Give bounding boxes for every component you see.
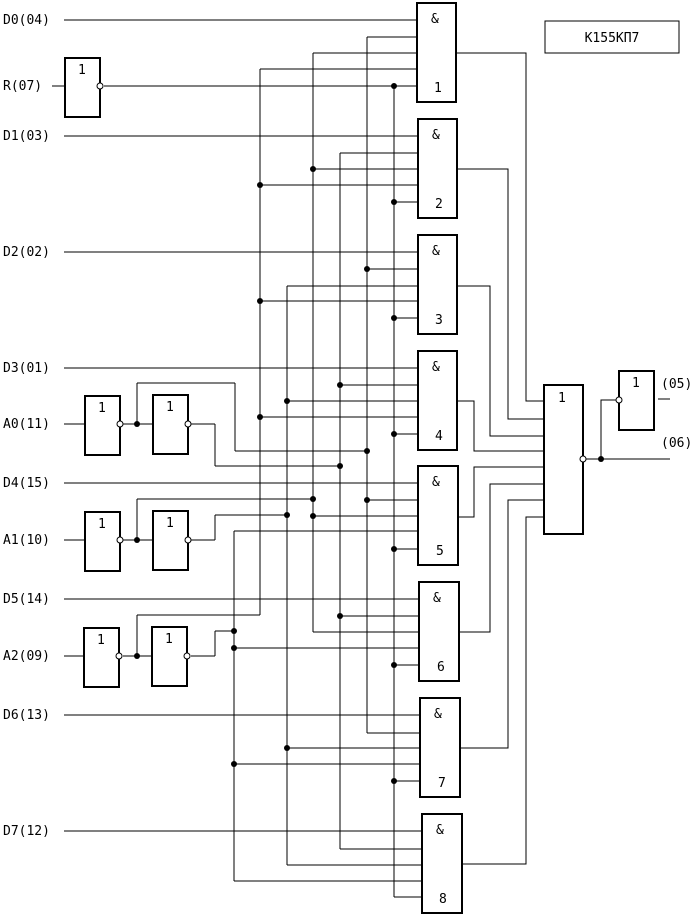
inversion-bubble [615, 396, 623, 404]
inverter-a1-first: 1 [84, 511, 124, 572]
inversion-bubble [184, 536, 192, 544]
gate-symbol: 1 [166, 516, 174, 531]
pin-label-d7: D7(12) [3, 824, 50, 839]
gate-symbol: 1 [165, 632, 173, 647]
pin-label-d1: D1(03) [3, 129, 50, 144]
gate-symbol: & [432, 475, 440, 490]
gate-number: 3 [435, 313, 443, 328]
gate-number: 5 [436, 544, 444, 559]
gate-number: 1 [434, 81, 442, 96]
pin-label-d2: D2(02) [3, 245, 50, 260]
pin-label-a1: A1(10) [3, 533, 50, 548]
inverter-output: 1 [615, 370, 655, 431]
inverter-r: 1 [64, 57, 104, 118]
and-gate-8: & 8 [421, 813, 463, 914]
pin-label-d4: D4(15) [3, 476, 50, 491]
gate-symbol: & [432, 244, 440, 259]
and-gate-6: & 6 [418, 581, 460, 682]
inversion-bubble [116, 536, 124, 544]
gate-number: 8 [439, 892, 447, 907]
gate-symbol: 1 [558, 391, 566, 406]
pin-label-d0: D0(04) [3, 13, 50, 28]
gate-symbol: 1 [97, 633, 105, 648]
gate-symbol: 1 [78, 63, 86, 78]
chip-label: К155КП7 [585, 31, 640, 46]
pin-label-a0: A0(11) [3, 417, 50, 432]
wires [52, 19, 670, 898]
gate-symbol: 1 [98, 517, 106, 532]
junction-dots [134, 83, 604, 784]
and-gate-4: & 4 [417, 350, 458, 451]
pin-label-d6: D6(13) [3, 708, 50, 723]
inversion-bubble [184, 420, 192, 428]
pin-label-out06: (06) [661, 436, 692, 451]
pin-label-d3: D3(01) [3, 361, 50, 376]
and-gate-3: & 3 [417, 234, 458, 335]
gate-symbol: & [434, 707, 442, 722]
gate-symbol: & [432, 128, 440, 143]
pin-label-r: R(07) [3, 79, 42, 94]
and-gate-1: & 1 [416, 2, 457, 103]
gate-symbol: & [436, 823, 444, 838]
inversion-bubble [183, 652, 191, 660]
gate-symbol: 1 [166, 400, 174, 415]
gate-symbol: 1 [98, 401, 106, 416]
and-gate-2: & 2 [417, 118, 458, 219]
inversion-bubble [115, 652, 123, 660]
gate-symbol: & [433, 591, 441, 606]
inverter-a0-first: 1 [84, 395, 124, 456]
pin-label-out05: (05) [661, 377, 692, 392]
and-gate-7: & 7 [419, 697, 461, 798]
inverter-a2-second: 1 [151, 626, 191, 687]
inversion-bubble [96, 82, 104, 90]
inverter-a0-second: 1 [152, 394, 192, 455]
chip-label-box: К155КП7 [544, 20, 680, 54]
pin-labels: D0(04) R(07) D1(03) D2(02) D3(01) A0(11)… [3, 13, 692, 839]
inverter-a1-second: 1 [152, 510, 192, 571]
inversion-bubble [579, 455, 587, 463]
pin-label-d5: D5(14) [3, 592, 50, 607]
gate-number: 7 [438, 776, 446, 791]
gate-symbol: & [431, 12, 439, 27]
gate-symbol: & [432, 360, 440, 375]
gate-number: 4 [435, 429, 443, 444]
gate-number: 2 [435, 197, 443, 212]
inverter-a2-first: 1 [83, 627, 123, 688]
or-gate: 1 [543, 384, 587, 535]
inversion-bubble [116, 420, 124, 428]
gate-symbol: 1 [632, 376, 640, 391]
and-gate-5: & 5 [417, 465, 459, 566]
pin-label-a2: A2(09) [3, 649, 50, 664]
gate-number: 6 [437, 660, 445, 675]
